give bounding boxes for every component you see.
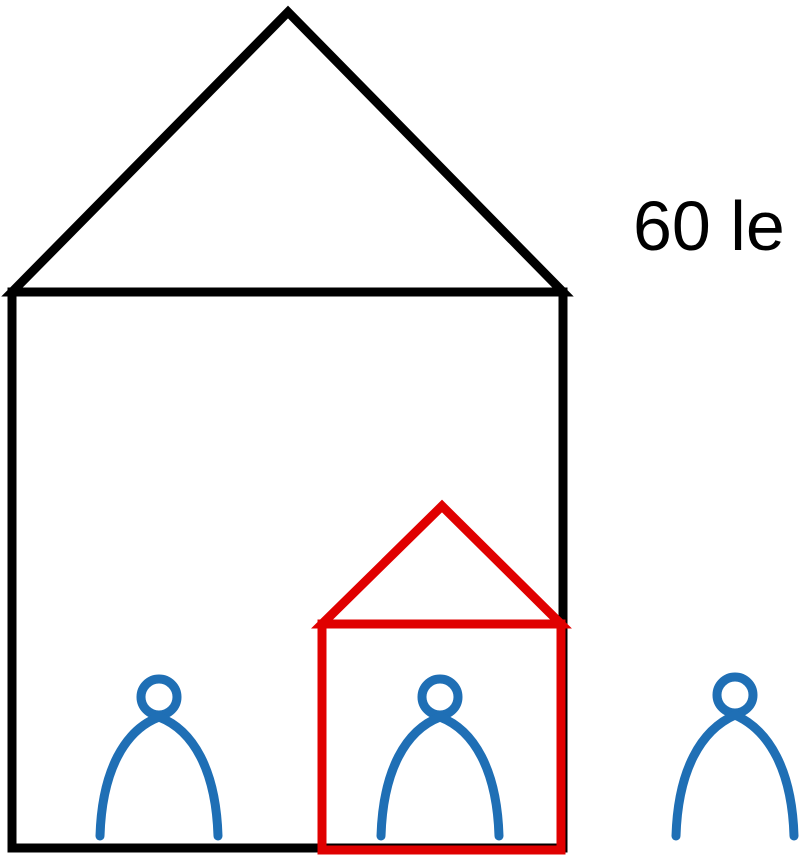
- person-1: [100, 679, 218, 836]
- person-head: [717, 677, 753, 713]
- small-house-roof: [322, 506, 561, 624]
- person-body: [100, 717, 218, 836]
- person-2: [381, 679, 499, 836]
- person-body: [676, 715, 794, 836]
- person-3: [676, 677, 794, 836]
- person-head: [141, 679, 177, 715]
- large-house-roof: [12, 12, 563, 292]
- caption-text: 60 le: [633, 187, 785, 265]
- person-body: [381, 717, 499, 836]
- small-house-body: [322, 624, 561, 850]
- person-head: [422, 679, 458, 715]
- large-house: [12, 12, 563, 848]
